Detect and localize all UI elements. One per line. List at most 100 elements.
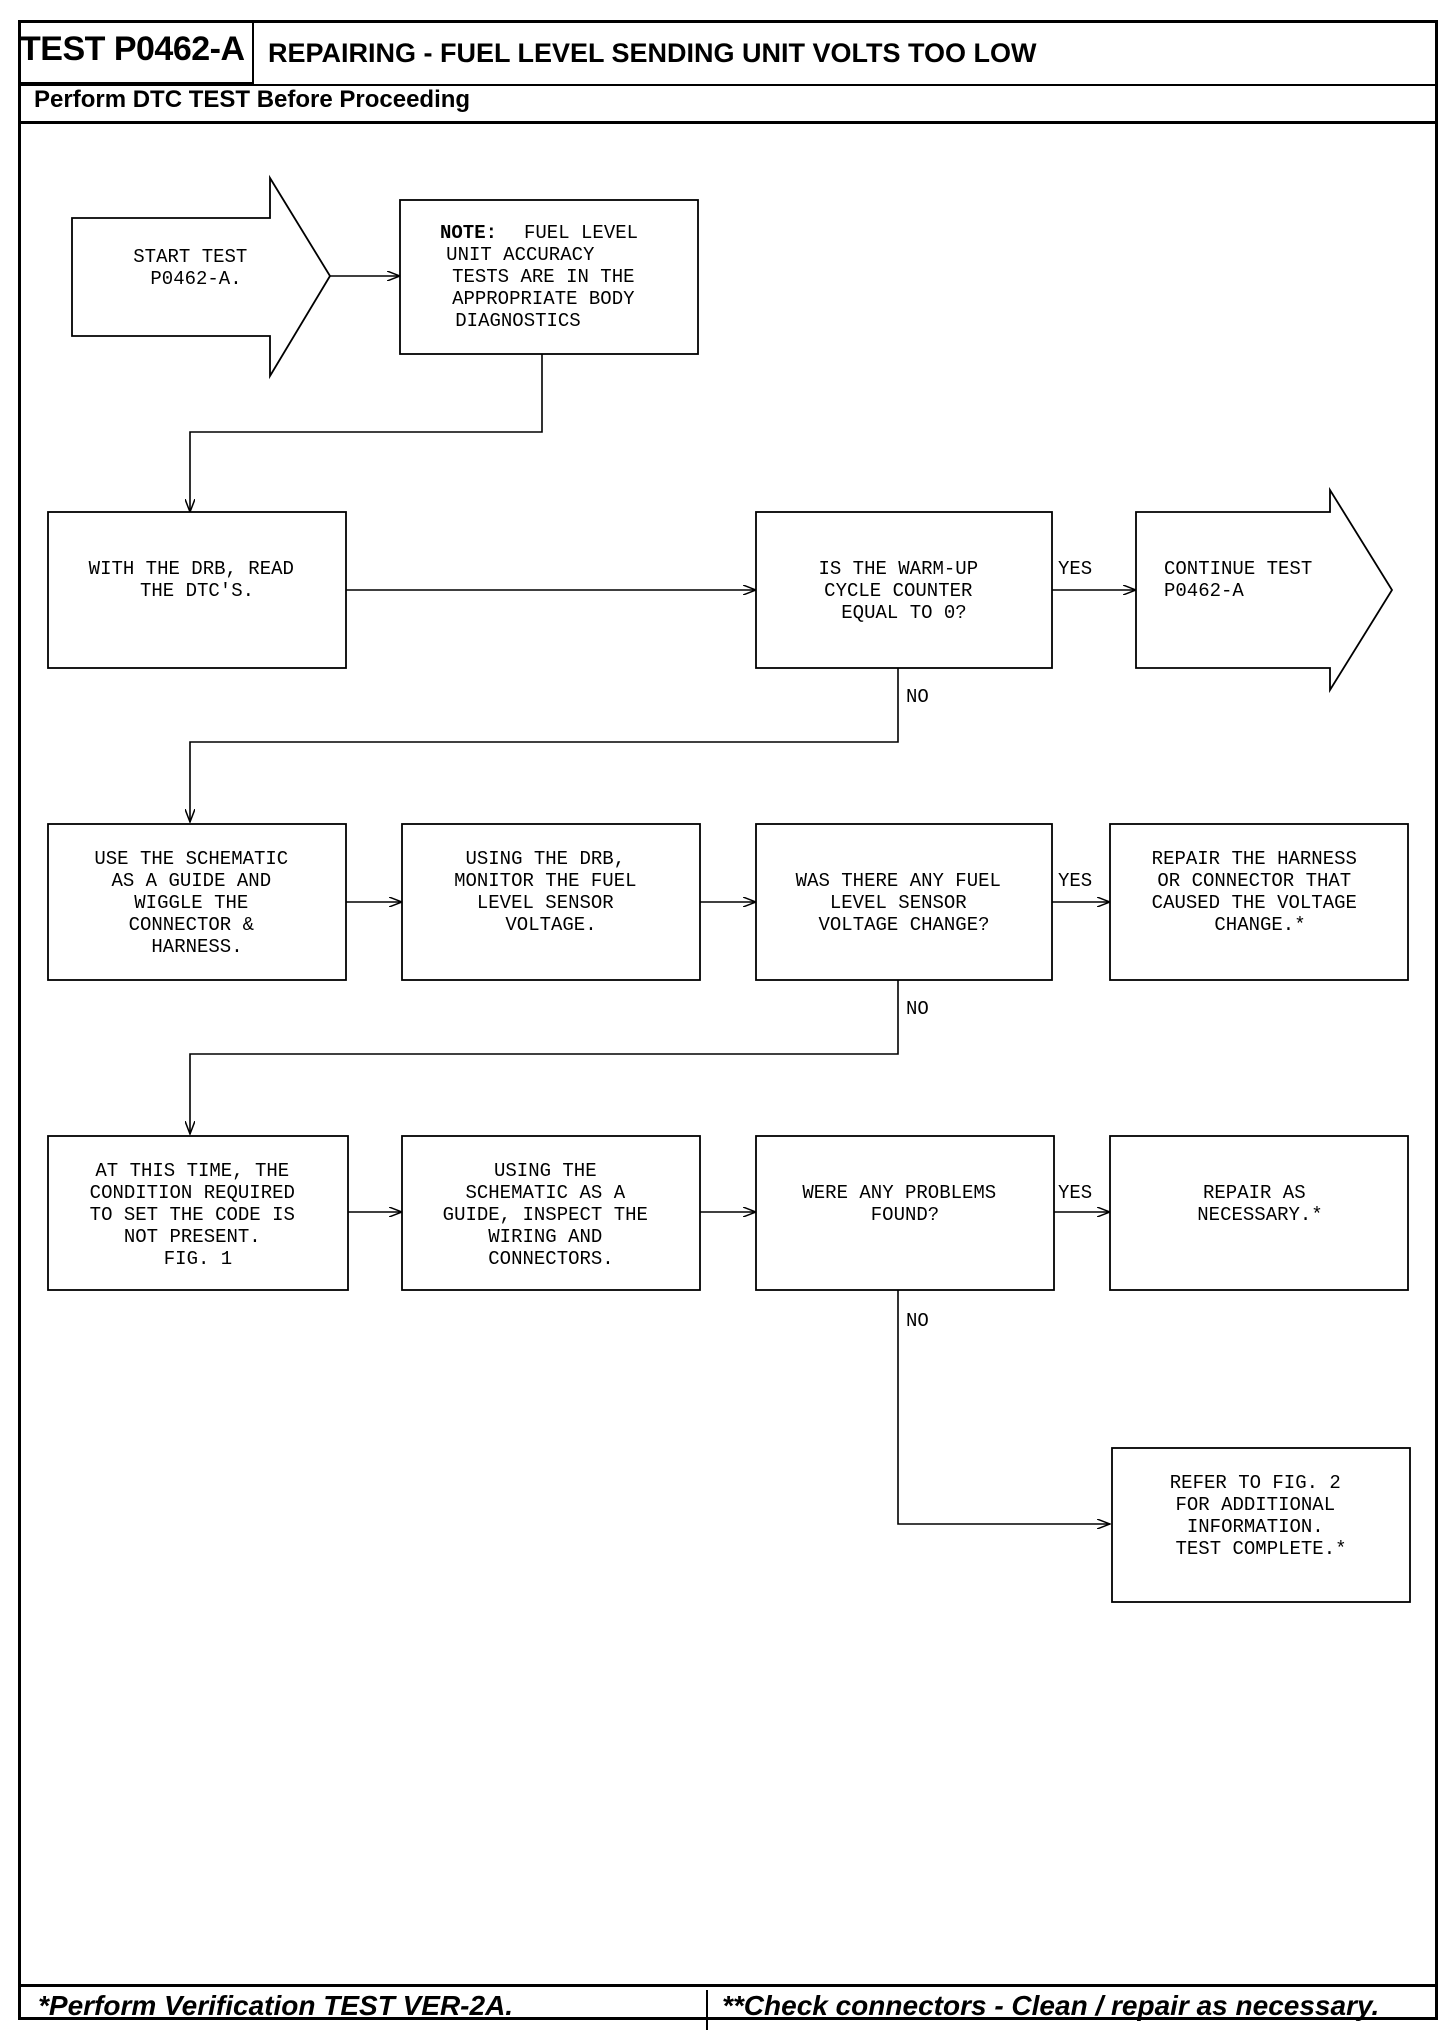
node-change-shape	[755, 823, 1053, 981]
node-problems-line: WERE ANY PROBLEMS	[802, 1182, 996, 1204]
node-not-present-shape	[47, 1135, 349, 1291]
node-read-dtc-shape	[47, 511, 347, 669]
edge-label-no: NO	[906, 686, 929, 708]
node-not-present-line: AT THIS TIME, THE	[95, 1160, 289, 1182]
node-note-line: FUEL LEVEL	[524, 222, 638, 244]
node-start-text: START TEST P0462-A.	[133, 246, 258, 290]
edge-warmup-wiggle	[190, 668, 899, 822]
node-warmup-shape	[755, 511, 1053, 669]
node-continue-shape	[1135, 486, 1394, 694]
node-change-line: LEVEL SENSOR	[830, 892, 967, 914]
footer-column-divider	[706, 1990, 708, 2030]
node-note-line: APPROPRIATE BODY	[452, 288, 635, 310]
node-note-shape	[399, 199, 699, 355]
node-monitor-line: LEVEL SENSOR	[477, 892, 614, 914]
node-inspect-line: GUIDE, INSPECT THE	[443, 1204, 648, 1226]
node-start-line: START TEST	[133, 246, 247, 268]
node-inspect-line: WIRING AND	[488, 1226, 602, 1248]
test-id-box	[18, 20, 254, 84]
node-not-present-line: FIG. 1	[164, 1248, 232, 1270]
footer-divider	[18, 1984, 1438, 1987]
node-refer-line: REFER TO FIG. 2	[1170, 1472, 1341, 1494]
node-change-text: WAS THERE ANY FUEL LEVEL SENSOR VOLTAGE …	[796, 870, 1013, 936]
node-note-label: NOTE:	[440, 222, 497, 244]
node-change-line: VOLTAGE CHANGE?	[818, 914, 989, 936]
node-repair-harness-shape	[1109, 823, 1409, 981]
node-note-text: NOTE: FUEL LEVEL	[440, 222, 638, 244]
node-continue-line: CONTINUE TEST	[1164, 558, 1312, 580]
node-repair-nec-line: NECESSARY.*	[1197, 1204, 1322, 1226]
node-repair-harness-line: CAUSED THE VOLTAGE	[1152, 892, 1357, 914]
node-note-line: UNIT ACCURACY	[446, 244, 595, 266]
node-warmup-text: IS THE WARM-UP CYCLE COUNTER EQUAL TO 0?	[818, 558, 989, 624]
node-continue-line: P0462-A	[1164, 580, 1244, 602]
node-wiggle-line: AS A GUIDE AND	[111, 870, 271, 892]
test-id: TEST P0462-A	[20, 30, 245, 68]
node-change-line: WAS THERE ANY FUEL	[796, 870, 1001, 892]
edge-label-yes: YES	[1058, 1182, 1092, 1204]
node-monitor-shape	[401, 823, 701, 981]
node-warmup-line: EQUAL TO 0?	[841, 602, 966, 624]
node-monitor-line: USING THE DRB,	[465, 848, 625, 870]
node-read-dtc-text: WITH THE DRB, READ THE DTC'S.	[89, 558, 306, 602]
node-inspect-shape	[401, 1135, 701, 1291]
node-not-present-line: NOT PRESENT.	[124, 1226, 261, 1248]
node-start-shape	[71, 174, 332, 380]
node-wiggle-line: USE THE SCHEMATIC	[94, 848, 288, 870]
node-repair-harness-line: CHANGE.*	[1214, 914, 1305, 936]
node-repair-nec-shape	[1109, 1135, 1409, 1291]
node-start-line: P0462-A.	[150, 268, 241, 290]
node-repair-harness-text: REPAIR THE HARNESS OR CONNECTOR THAT CAU…	[1152, 848, 1369, 936]
node-wiggle-line: WIGGLE THE	[134, 892, 248, 914]
page-subtitle: Perform DTC TEST Before Proceeding	[34, 86, 471, 113]
edge-label-yes: YES	[1058, 558, 1092, 580]
node-not-present-text: AT THIS TIME, THE CONDITION REQUIRED TO …	[90, 1160, 307, 1270]
page-title: REPAIRING - FUEL LEVEL SENDING UNIT VOLT…	[268, 38, 1037, 68]
title-divider	[18, 84, 1438, 86]
subtitle-divider	[18, 121, 1438, 124]
node-problems-shape	[755, 1135, 1055, 1291]
node-warmup-line: CYCLE COUNTER	[824, 580, 972, 602]
edge-label-no: NO	[906, 998, 929, 1020]
node-repair-harness-line: OR CONNECTOR THAT	[1157, 870, 1351, 892]
node-problems-text: WERE ANY PROBLEMS FOUND?	[802, 1182, 1007, 1226]
node-repair-harness-line: REPAIR THE HARNESS	[1152, 848, 1357, 870]
edge-problems-refer	[897, 1290, 1110, 1524]
node-continue-text: CONTINUE TEST P0462-A	[1164, 558, 1324, 602]
node-refer-line: FOR ADDITIONAL	[1175, 1494, 1335, 1516]
node-wiggle-text: USE THE SCHEMATIC AS A GUIDE AND WIGGLE …	[94, 848, 299, 958]
node-note-line: TESTS ARE IN THE	[452, 266, 634, 288]
edge-change-notpresent	[190, 980, 899, 1134]
node-note-line: DIAGNOSTICS	[455, 310, 580, 332]
node-monitor-line: VOLTAGE.	[505, 914, 596, 936]
edge-label-yes: YES	[1058, 870, 1092, 892]
node-monitor-text: USING THE DRB, MONITOR THE FUEL LEVEL SE…	[454, 848, 648, 936]
node-repair-nec-line: REPAIR AS	[1203, 1182, 1306, 1204]
node-inspect-line: CONNECTORS.	[488, 1248, 613, 1270]
edge-note-read	[190, 354, 543, 512]
node-read-dtc-line: THE DTC'S.	[140, 580, 254, 602]
node-wiggle-shape	[47, 823, 347, 981]
node-repair-nec-text: REPAIR AS NECESSARY.*	[1197, 1182, 1322, 1226]
node-problems-line: FOUND?	[871, 1204, 939, 1226]
node-note-text-rest: UNIT ACCURACY TESTS ARE IN THE APPROPRIA…	[446, 244, 646, 332]
node-refer-line: TEST COMPLETE.*	[1175, 1538, 1346, 1560]
footer-note-verification: *Perform Verification TEST VER-2A.	[38, 1990, 514, 2021]
footer-note-connectors: **Check connectors - Clean / repair as n…	[722, 1990, 1380, 2021]
node-warmup-line: IS THE WARM-UP	[818, 558, 978, 580]
node-wiggle-line: HARNESS.	[151, 936, 242, 958]
node-refer-line: INFORMATION.	[1187, 1516, 1324, 1538]
node-refer-text: REFER TO FIG. 2 FOR ADDITIONAL INFORMATI…	[1170, 1472, 1352, 1560]
node-inspect-text: USING THE SCHEMATIC AS A GUIDE, INSPECT …	[443, 1160, 660, 1270]
node-not-present-line: TO SET THE CODE IS	[90, 1204, 295, 1226]
node-monitor-line: MONITOR THE FUEL	[454, 870, 636, 892]
node-not-present-line: CONDITION REQUIRED	[90, 1182, 295, 1204]
node-read-dtc-line: WITH THE DRB, READ	[89, 558, 294, 580]
node-wiggle-line: CONNECTOR &	[129, 914, 254, 936]
page-frame	[18, 20, 1438, 2020]
node-inspect-line: SCHEMATIC AS A	[465, 1182, 625, 1204]
edge-label-no: NO	[906, 1310, 929, 1332]
node-refer-shape	[1111, 1447, 1411, 1603]
node-inspect-line: USING THE	[494, 1160, 597, 1182]
